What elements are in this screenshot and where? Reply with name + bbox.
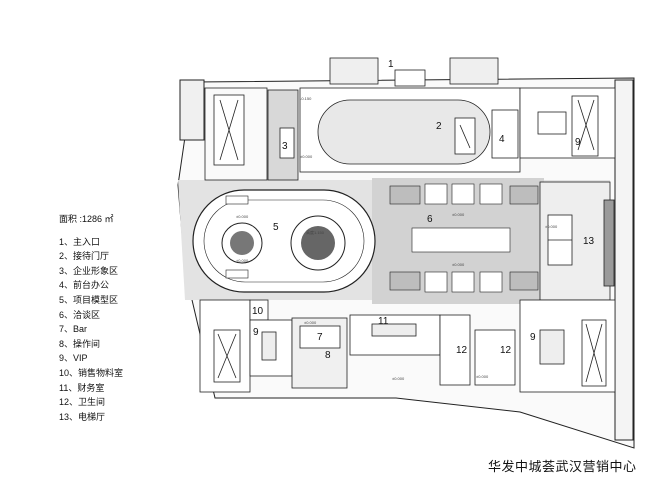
model-area (192, 189, 376, 293)
zone-9-left: 9 (253, 327, 259, 338)
legend-item: 6、洽谈区 (59, 309, 101, 320)
zone-13: 13 (583, 236, 595, 247)
zone-3: 3 (282, 141, 288, 152)
zone-12-a: 12 (456, 345, 468, 356)
legend-item: 5、项目模型区 (59, 294, 119, 305)
level-mark: -0.150 (300, 96, 312, 101)
legend-item: 1、主入口 (59, 236, 101, 247)
legend-list: 1、主入口 2、接待门厅 3、企业形象区 4、前台办公 5、项目模型区 6、洽谈… (59, 235, 123, 425)
zone-6: 6 (427, 214, 433, 225)
plan-caption: 华发中城荟武汉营销中心 (488, 459, 637, 474)
legend-item: 13、电梯厅 (59, 411, 106, 422)
level-mark: ±0.000 (300, 154, 313, 159)
zone-4: 4 (499, 134, 505, 145)
zone-9-right: 9 (530, 332, 536, 343)
area-label: 面积 :1286 ㎡ (59, 214, 114, 224)
legend: 面积 :1286 ㎡ 1、主入口 2、接待门厅 3、企业形象区 4、前台办公 5… (59, 212, 123, 424)
legend-item: 8、操作间 (59, 338, 101, 349)
zone-12-b: 12 (500, 345, 512, 356)
zone-9-top: 9 (575, 137, 581, 148)
negotiation-area (389, 183, 539, 293)
level-mark: ±0.000 (452, 262, 465, 267)
level-mark: ±0.000 (392, 376, 405, 381)
zone-11: 11 (378, 316, 389, 327)
level-marks: -0.150 ±0.000 ±0.000 ±0.000 ±0.000 ±0.00… (236, 96, 558, 381)
level-mark: ±0.000 (452, 212, 465, 217)
zone-7: 7 (317, 332, 323, 343)
zone-8: 8 (325, 350, 331, 361)
level-mark: ±0.000 (236, 214, 249, 219)
level-mark: ±0.000 (476, 374, 489, 379)
zone-10: 10 (252, 306, 264, 317)
zone-numbers: 1 2 3 4 5 6 7 8 9 9 9 10 11 12 12 13 (252, 59, 595, 361)
level-mark: ±0.000 (236, 258, 249, 263)
legend-item: 2、接待门厅 (59, 251, 110, 262)
legend-item: 10、销售物料室 (59, 367, 124, 378)
bottom-rooms (199, 299, 616, 393)
elevator-lobby (547, 199, 615, 287)
level-mark: ±0.000 (545, 224, 558, 229)
zone-2: 2 (436, 121, 442, 132)
zone-1: 1 (388, 59, 394, 70)
legend-item: 4、前台办公 (59, 280, 110, 291)
legend-item: 12、卫生间 (59, 397, 106, 408)
legend-item: 9、VIP (59, 353, 88, 364)
legend-item: 7、Bar (59, 324, 88, 335)
top-rooms (204, 57, 616, 181)
legend-item: 3、企业形象区 (59, 265, 119, 276)
level-mark: ±0.000 (304, 320, 317, 325)
model-height-label: 高度1.150 (306, 229, 325, 235)
legend-item: 11、财务室 (59, 382, 105, 393)
zone-5: 5 (273, 222, 279, 233)
